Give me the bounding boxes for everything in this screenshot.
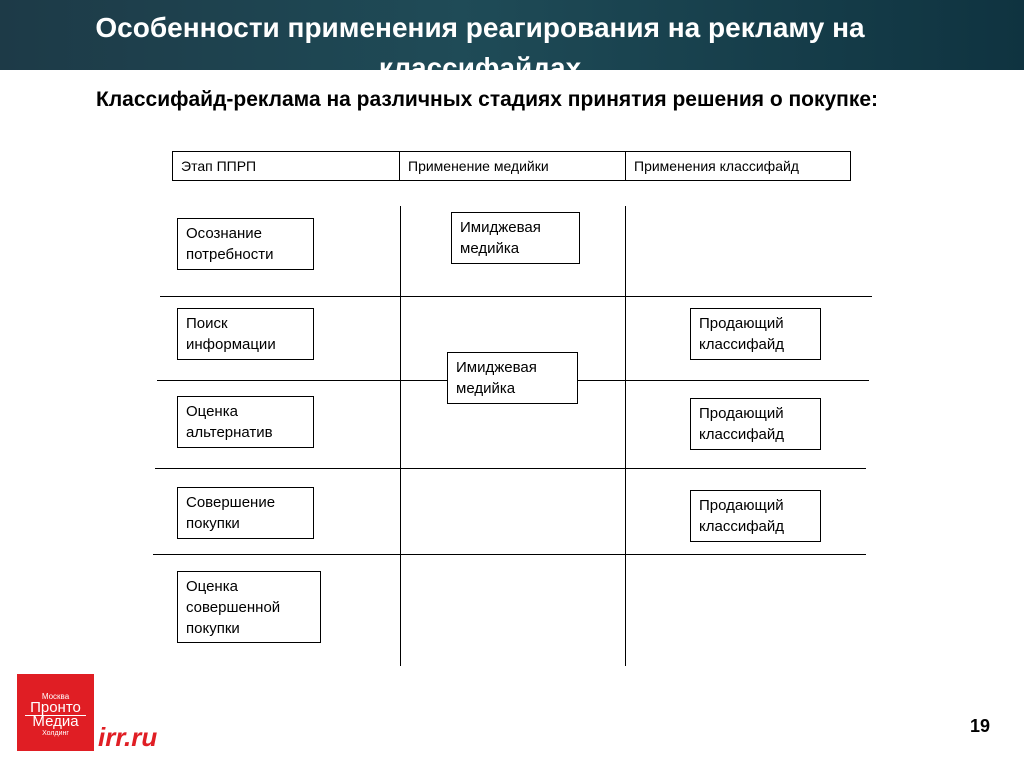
title-bar: Особенности применения реагирования на р… (0, 0, 1024, 70)
slide-subtitle: Классифайд-реклама на различных стадиях … (96, 88, 879, 111)
column-divider-1 (400, 206, 401, 666)
page-number: 19 (969, 716, 990, 736)
logo-line-4: Холдинг (42, 730, 69, 737)
site-logo-text: irr.ru (98, 722, 158, 752)
row-divider-1 (160, 296, 872, 297)
classified-box-selling-2: Продающий классифайд (690, 398, 821, 450)
logo-line-1: Москва (41, 692, 70, 701)
classified-box-selling-1: Продающий классифайд (690, 308, 821, 360)
logo-line-2: Пронто (30, 699, 81, 716)
stage-post-purchase-evaluation: Оценка совершенной покупки (177, 571, 321, 643)
header-stage: Этап ППРП (172, 151, 400, 181)
stage-information-search: Поиск информации (177, 308, 314, 360)
stage-purchase: Совершение покупки (177, 487, 314, 539)
media-box-image-1: Имиджевая медийка (451, 212, 580, 264)
classified-box-selling-3: Продающий классифайд (690, 490, 821, 542)
stage-need-awareness: Осознание потребности (177, 218, 314, 270)
slide-title: Особенности применения реагирования на р… (95, 12, 865, 70)
media-box-image-2: Имиджевая медийка (447, 352, 578, 404)
logo-stripe (25, 715, 86, 716)
header-classifieds: Применения классифайд (625, 151, 851, 181)
column-divider-2 (625, 206, 626, 666)
row-divider-3 (155, 468, 866, 469)
pronto-media-logo: Москва Пронто Медиа Холдинг (17, 674, 94, 751)
row-divider-4 (153, 554, 866, 555)
stage-alternatives-evaluation: Оценка альтернатив (177, 396, 314, 448)
logo-line-3: Медиа (32, 713, 79, 730)
header-media: Применение медийки (399, 151, 626, 181)
